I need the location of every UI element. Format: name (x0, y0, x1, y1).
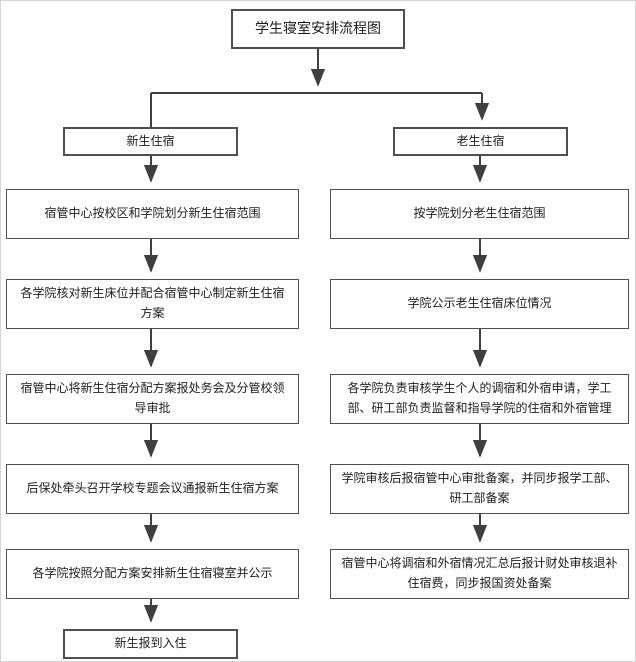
flow-node-right-step-1: 按学院划分老生住宿范围 (330, 189, 629, 239)
flow-node-left-final: 新生报到入住 (63, 629, 238, 659)
flow-node-right-step-2: 学院公示老生住宿床位情况 (330, 279, 629, 329)
flow-node-new-student-branch: 新生住宿 (63, 127, 238, 156)
flow-node-left-step-2: 各学院核对新生床位并配合宿管中心制定新生住宿方案 (6, 279, 299, 329)
flow-node-left-step-4: 后保处牵头召开学校专题会议通报新生住宿方案 (6, 464, 299, 514)
flow-node-left-step-1: 宿管中心按校区和学院划分新生住宿范围 (6, 189, 299, 239)
flow-node-right-step-5: 宿管中心将调宿和外宿情况汇总后报计财处审核退补住宿费，同步报国资处备案 (330, 549, 629, 599)
flow-node-left-step-3: 宿管中心将新生住宿分配方案报处务会及分管校领导审批 (6, 374, 299, 424)
flow-node-right-step-3: 各学院负责审核学生个人的调宿和外宿申请，学工部、研工部负责监督和指导学院的住宿和… (330, 374, 629, 424)
flow-node-title: 学生寝室安排流程图 (231, 9, 405, 49)
flow-node-returning-student-branch: 老生住宿 (393, 127, 568, 156)
flow-node-left-step-5: 各学院按照分配方案安排新生住宿寝室并公示 (6, 549, 299, 599)
flow-node-right-step-4: 学院审核后报宿管中心审批备案，并同步报学工部、研工部备案 (330, 464, 629, 514)
